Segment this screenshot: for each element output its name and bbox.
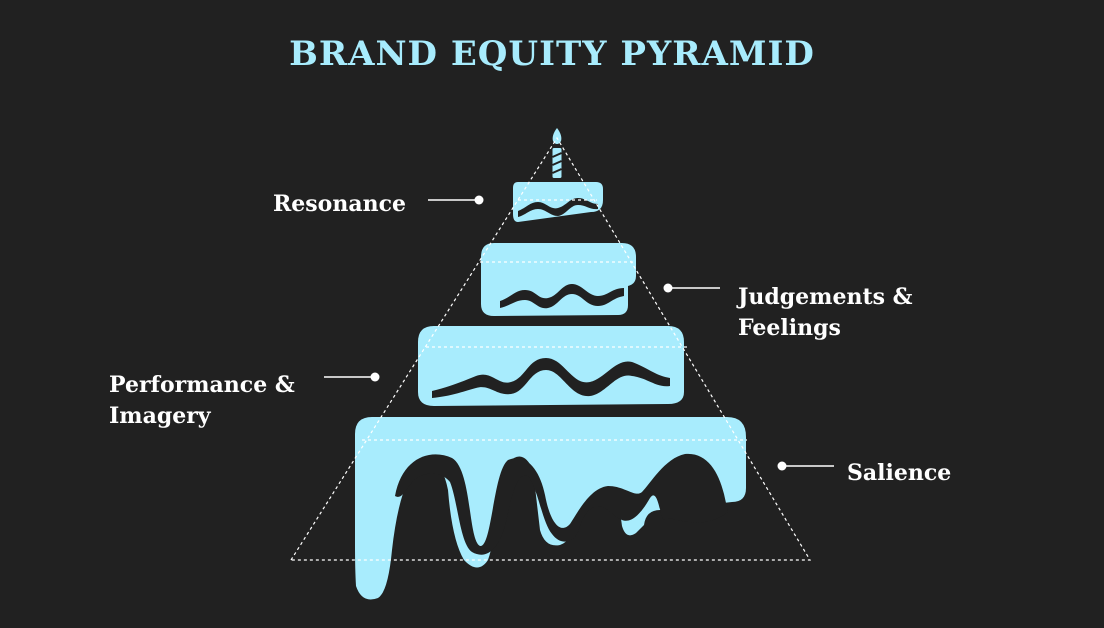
connector-resonance	[428, 195, 484, 205]
tier-salience	[355, 417, 746, 600]
connector-judgements-feelings	[663, 283, 720, 293]
label-resonance-text: Resonance	[273, 191, 406, 217]
label-resonance: Resonance	[273, 189, 406, 220]
page-title: BRAND EQUITY PYRAMID	[289, 34, 815, 74]
connector-performance-imagery	[324, 372, 380, 382]
label-performance-imagery: Performance & Imagery	[109, 370, 295, 432]
label-performance-line1: Performance &	[109, 372, 295, 398]
pyramid-outline	[290, 136, 812, 561]
candle-icon	[552, 128, 562, 178]
label-judgements-line1: Judgements &	[738, 284, 913, 310]
tier-judgements-feelings	[481, 243, 636, 316]
label-performance-line2: Imagery	[109, 403, 211, 429]
label-salience-text: Salience	[847, 460, 952, 486]
label-salience: Salience	[847, 458, 951, 489]
tier-resonance	[513, 182, 603, 222]
label-judgements-line2: Feelings	[738, 315, 841, 341]
tier-performance-imagery	[418, 326, 684, 406]
label-judgements-feelings: Judgements & Feelings	[738, 282, 913, 344]
connector-salience	[777, 461, 834, 471]
